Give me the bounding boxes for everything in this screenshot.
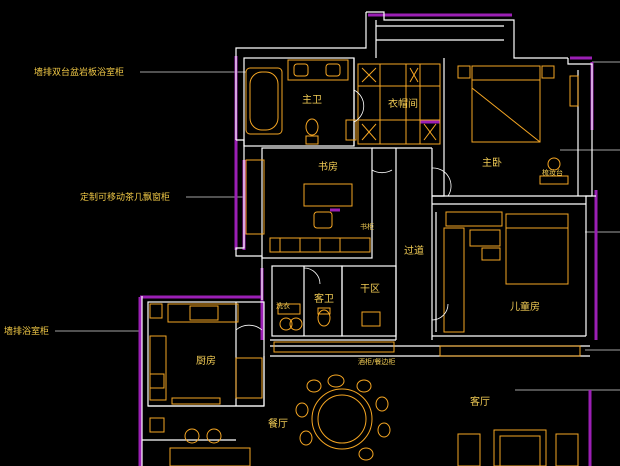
room-dining: 餐厅 <box>268 417 288 430</box>
room-dry-area: 干区 <box>360 283 380 295</box>
room-guest-bath: 客卫 <box>314 292 334 305</box>
callout-leaders <box>55 61 620 391</box>
label-bookcase: 书柜 <box>360 222 374 231</box>
room-kitchen: 厨房 <box>196 354 216 367</box>
room-living: 客厅 <box>470 395 490 408</box>
room-closet: 衣帽间 <box>388 97 418 110</box>
callout-wall-cabinet: 墙排浴室柜 <box>4 325 49 337</box>
door-swings <box>235 89 452 331</box>
room-aisle: 过道 <box>404 244 424 257</box>
room-study: 书房 <box>318 160 338 173</box>
room-master-bath: 主卫 <box>302 94 322 106</box>
furniture <box>149 59 581 466</box>
label-dresser: 梳妆台 <box>542 168 563 177</box>
callout-double-basin: 墙排双台盆岩板浴室柜 <box>34 66 124 78</box>
callout-custom-desk: 定制可移动茶几飘窗柜 <box>80 191 170 203</box>
room-master-bedroom: 主卧 <box>482 156 502 169</box>
room-kids: 儿童房 <box>510 300 540 313</box>
label-washer: 洗衣 <box>276 301 290 310</box>
label-sideboard: 酒柜/餐边柜 <box>358 357 395 366</box>
